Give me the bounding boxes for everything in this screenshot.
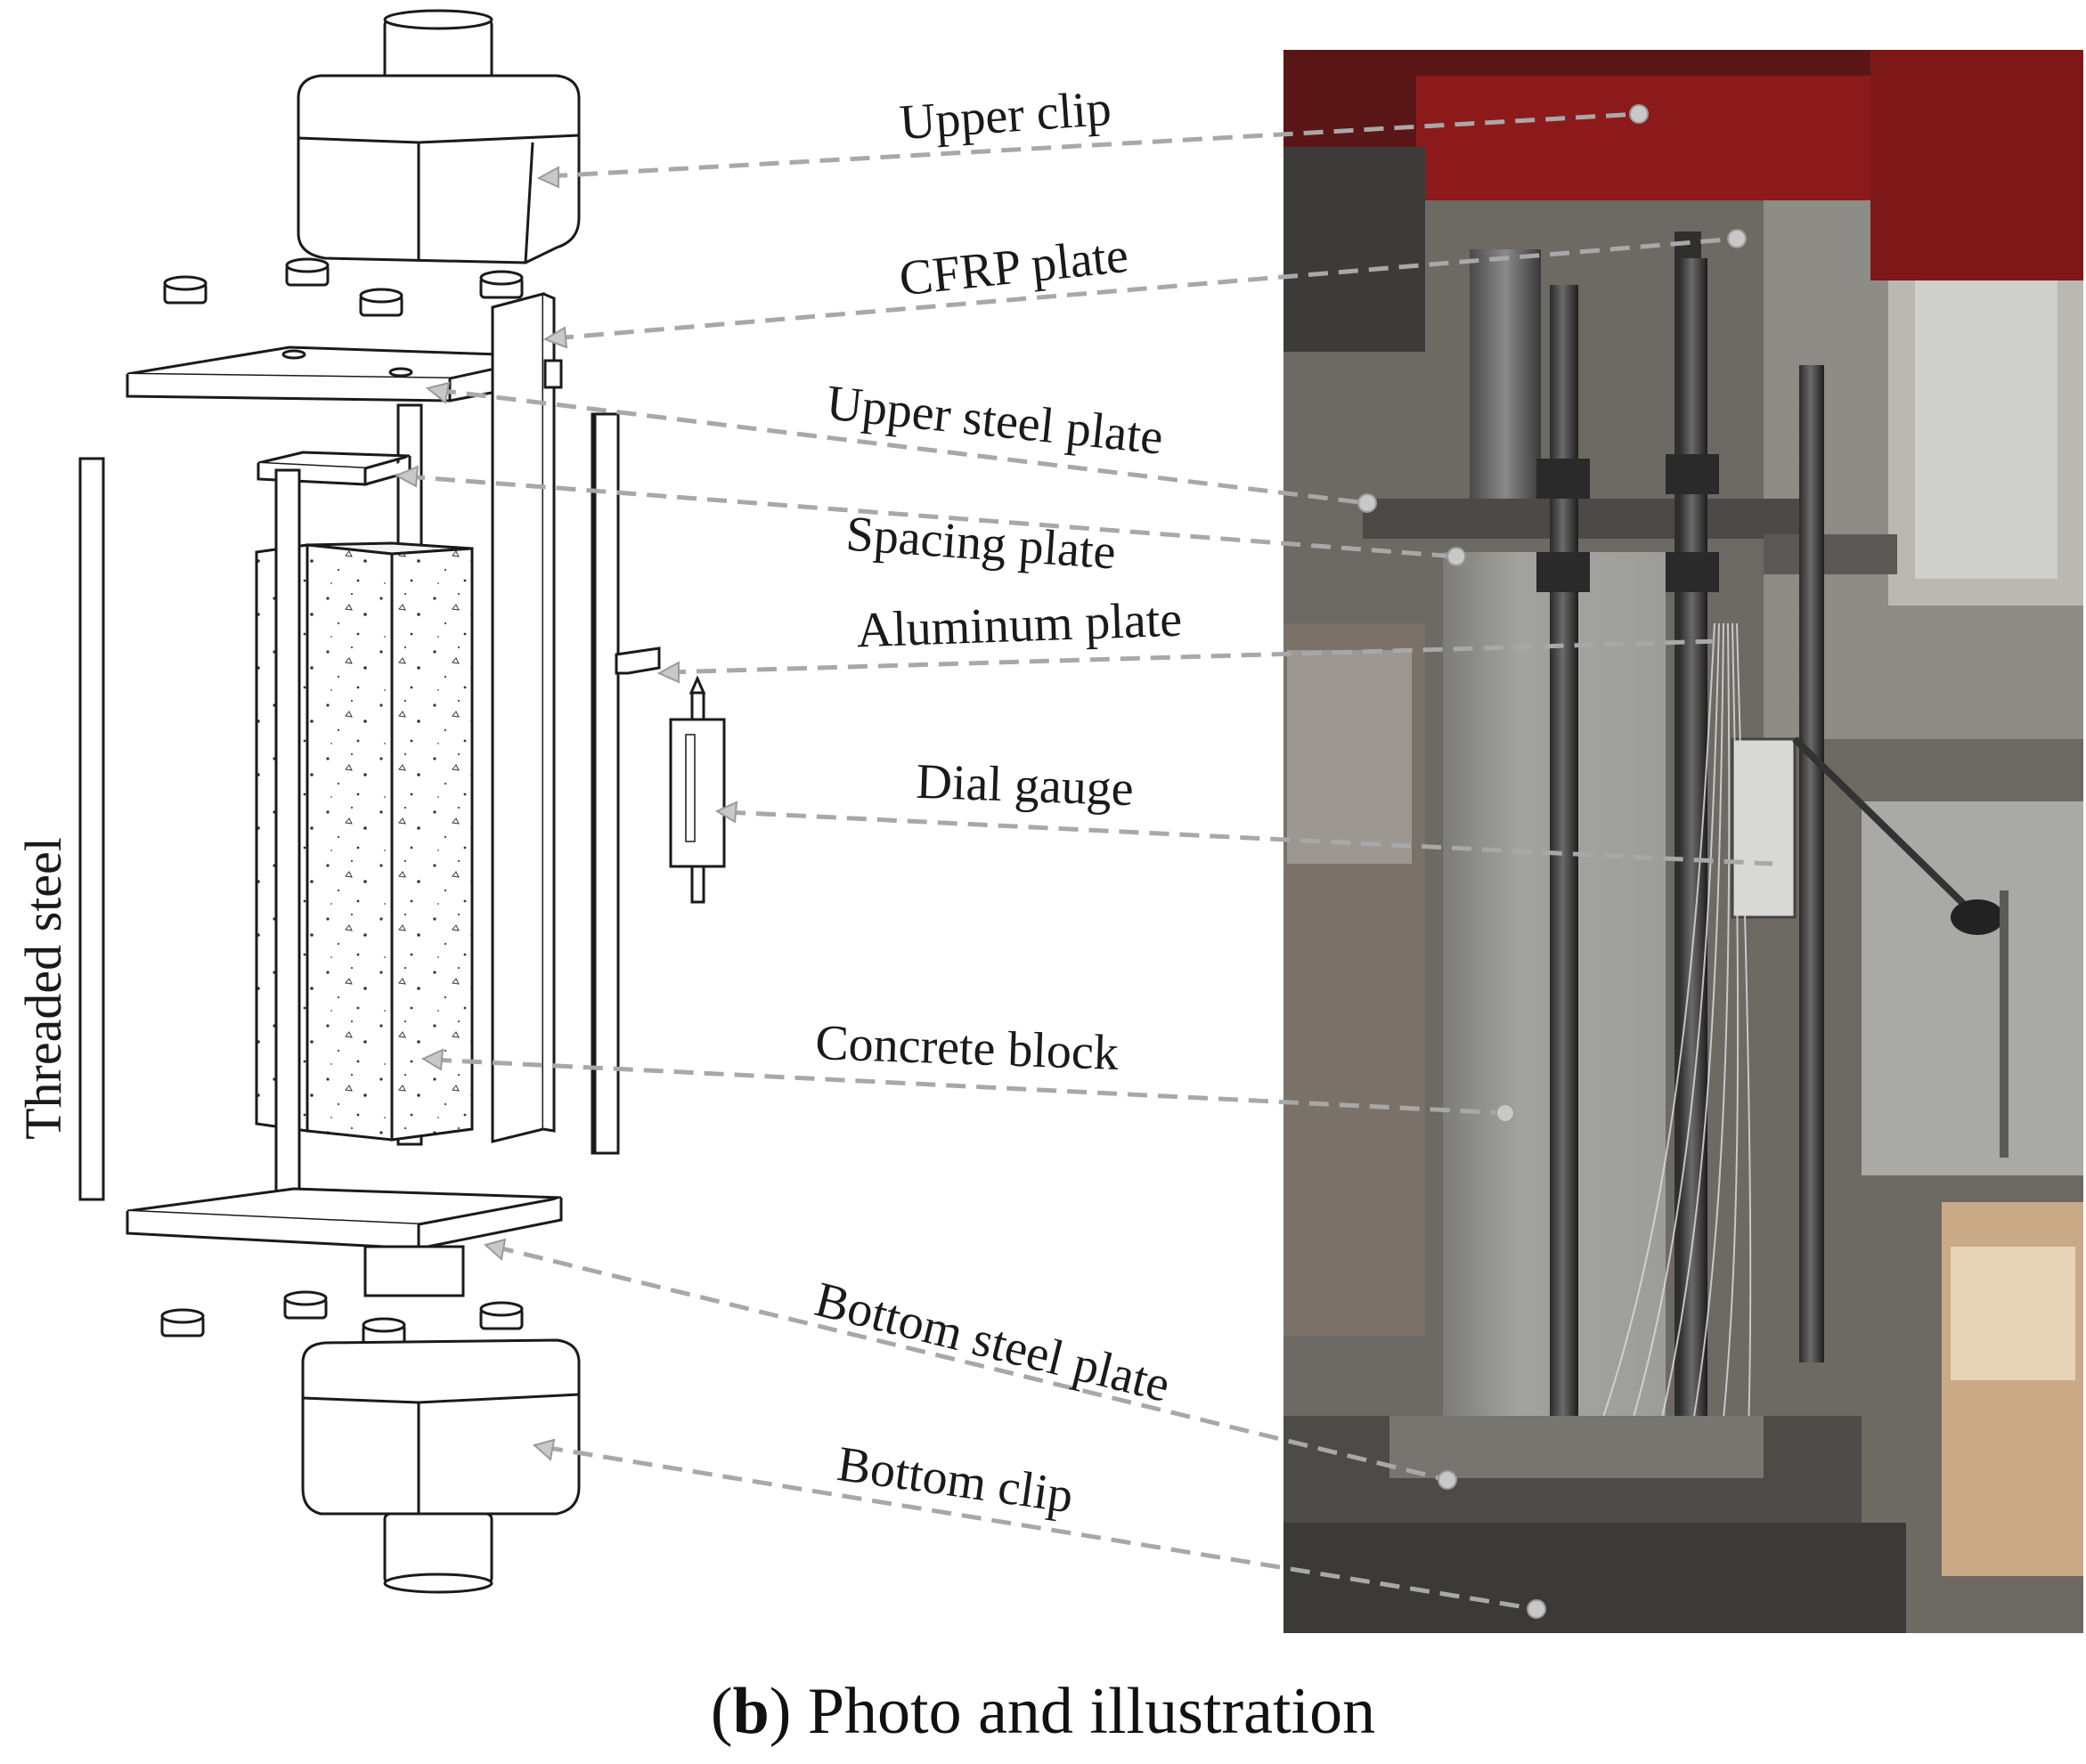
arrow-upper-steel-plate xyxy=(425,381,451,404)
label-aluminum-plate: Aluminum plate xyxy=(856,592,1183,659)
arrow-spacing-plate xyxy=(394,465,420,488)
cfrp-plate-drawing xyxy=(491,292,563,1143)
leader-bottom-steel-plate xyxy=(493,1244,1448,1483)
dot-bottom-steel-plate xyxy=(1438,1470,1457,1490)
dial-gauge-drawing xyxy=(669,675,726,904)
dot-spacing-plate xyxy=(1446,547,1466,566)
upper-nuts-drawing xyxy=(163,257,524,317)
leader-lines xyxy=(404,111,1773,1612)
leader-upper-clip xyxy=(547,111,1640,179)
label-bottom-steel-plate: Bottom steel plate xyxy=(810,1272,1175,1413)
arrow-aluminum-plate xyxy=(656,661,680,684)
arrow-concrete-block xyxy=(420,1048,444,1071)
threaded-steel-drawing xyxy=(78,457,105,1201)
upper-clip-drawing xyxy=(297,9,581,264)
arrow-dial-gauge xyxy=(714,801,738,824)
component-labels: Upper clip CFRP plate Upper steel plate … xyxy=(810,81,1183,1524)
figure-caption: (b) Photo and illustration xyxy=(710,1675,1376,1748)
exploded-illustration xyxy=(78,9,726,1594)
leader-aluminum-plate xyxy=(665,638,1720,675)
dot-concrete-block xyxy=(1495,1103,1515,1123)
dot-upper-clip xyxy=(1629,104,1649,124)
dot-bottom-clip xyxy=(1527,1599,1546,1619)
leader-bottom-clip xyxy=(542,1444,1537,1612)
front-rod-drawing xyxy=(274,468,301,1211)
leader-cfrp-plate xyxy=(553,236,1738,341)
label-bottom-clip: Bottom clip xyxy=(834,1436,1076,1524)
aluminum-rod-drawing xyxy=(593,412,661,1155)
label-cfrp-plate: CFRP plate xyxy=(897,228,1131,307)
caption-letter: b xyxy=(732,1675,770,1748)
leader-upper-steel-plate xyxy=(436,387,1368,506)
label-upper-clip: Upper clip xyxy=(898,81,1113,150)
label-upper-steel-plate: Upper steel plate xyxy=(824,375,1166,465)
label-threaded-steel: Threaded steel xyxy=(14,837,72,1140)
test-setup-photo xyxy=(1282,48,2085,1635)
label-dial-gauge: Dial gauge xyxy=(916,754,1135,817)
label-spacing-plate: Spacing plate xyxy=(844,507,1118,581)
lower-nuts-drawing xyxy=(160,1290,524,1346)
arrow-bottom-steel-plate xyxy=(483,1238,507,1261)
caption-text: Photo and illustration xyxy=(791,1675,1376,1748)
upper-steel-plate-drawing xyxy=(126,345,554,402)
dot-cfrp-plate xyxy=(1727,229,1747,248)
label-concrete-block: Concrete block xyxy=(814,1015,1120,1081)
dot-upper-steel-plate xyxy=(1357,493,1377,513)
arrow-bottom-clip xyxy=(532,1438,556,1461)
leader-spacing-plate xyxy=(404,474,1457,559)
leader-concrete-block xyxy=(431,1057,1506,1116)
bottom-clip-drawing xyxy=(301,1338,581,1594)
leader-dial-gauge xyxy=(725,809,1773,866)
leader-marks xyxy=(394,104,1747,1619)
arrow-cfrp-plate xyxy=(542,326,568,349)
arrow-upper-clip xyxy=(536,166,559,189)
bottom-steel-plate-drawing xyxy=(126,1187,563,1297)
